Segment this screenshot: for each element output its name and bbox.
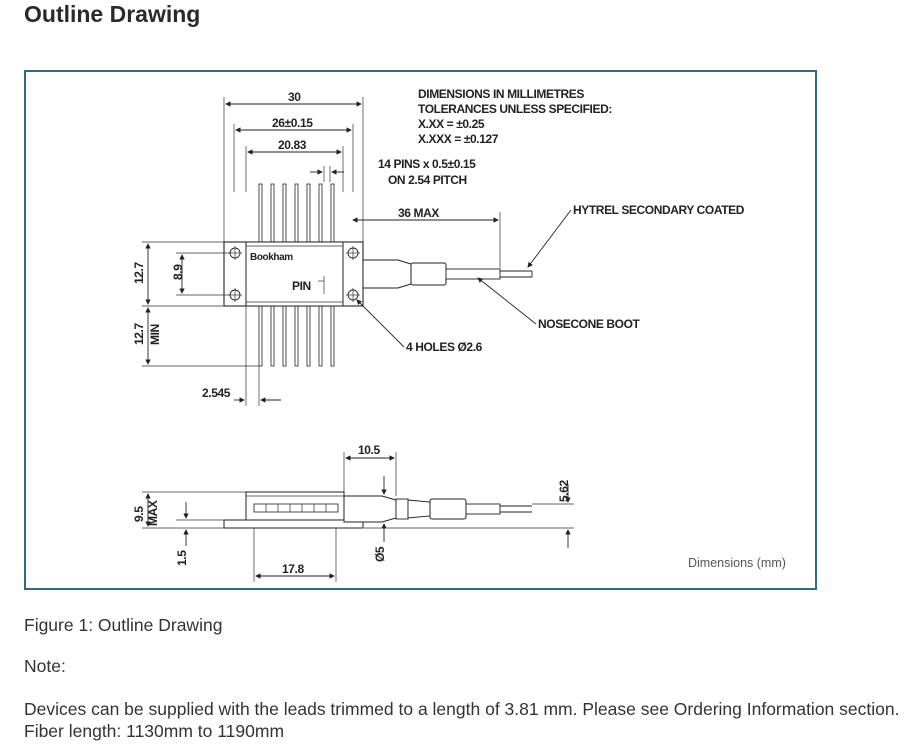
dim-05: Ø5 (373, 546, 387, 562)
dim-105: 10.5 (358, 443, 380, 457)
notes-line-2: TOLERANCES UNLESS SPECIFIED: (418, 102, 612, 116)
dim-2545: 2.545 (202, 386, 231, 400)
pin-label: PIN (292, 279, 311, 293)
side-baseplate (223, 519, 364, 529)
nosecone-label: NOSECONE BOOT (538, 317, 641, 331)
dim-178: 17.8 (282, 562, 304, 576)
notes-line-1: DIMENSIONS IN MILLIMETRES (418, 87, 584, 101)
nosecone (362, 259, 412, 289)
min-label: MIN (148, 324, 162, 345)
boot (410, 262, 447, 286)
dim-562: 5.62 (557, 480, 571, 502)
lower-leads (258, 303, 335, 367)
dim-95: 9.5 (132, 506, 146, 522)
dim-30: 30 (288, 90, 301, 104)
side-pins (253, 503, 339, 513)
pins-label-1: 14 PINS x 0.5±0.15 (378, 157, 476, 171)
dim-2083: 20.83 (278, 138, 307, 152)
page-title: Outline Drawing (24, 1, 201, 27)
units-label: Dimensions (mm) (688, 556, 786, 570)
outline-drawing-svg: DIMENSIONS IN MILLIMETRES TOLERANCES UNL… (132, 87, 786, 582)
note-label: Note: (24, 656, 66, 676)
dim-127min: 12.7 (132, 323, 146, 345)
dim-89: 8.9 (171, 264, 185, 280)
dim-36max: 36 MAX (398, 206, 439, 220)
body-paragraph: Devices can be supplied with the leads t… (24, 699, 900, 741)
upper-leads (258, 183, 335, 245)
dim-26: 26±0.15 (272, 116, 313, 130)
outline-drawing-figure: DIMENSIONS IN MILLIMETRES TOLERANCES UNL… (24, 70, 817, 590)
dim-127: 12.7 (132, 262, 146, 284)
holes-label: 4 HOLES Ø2.6 (406, 340, 483, 354)
figure-caption: Figure 1: Outline Drawing (24, 615, 223, 635)
brand-logo-text: Bookham (250, 252, 293, 263)
fiber-jacket (445, 268, 501, 280)
dim-15: 1.5 (175, 550, 189, 566)
max-label: MAX (146, 500, 160, 526)
pins-label-2: ON 2.54 PITCH (388, 173, 467, 187)
notes-line-4: X.XXX = ±0.127 (418, 132, 499, 146)
package-body (245, 241, 344, 307)
hytrel-label: HYTREL SECONDARY COATED (573, 203, 745, 217)
notes-line-3: X.XX = ±0.25 (418, 117, 485, 131)
